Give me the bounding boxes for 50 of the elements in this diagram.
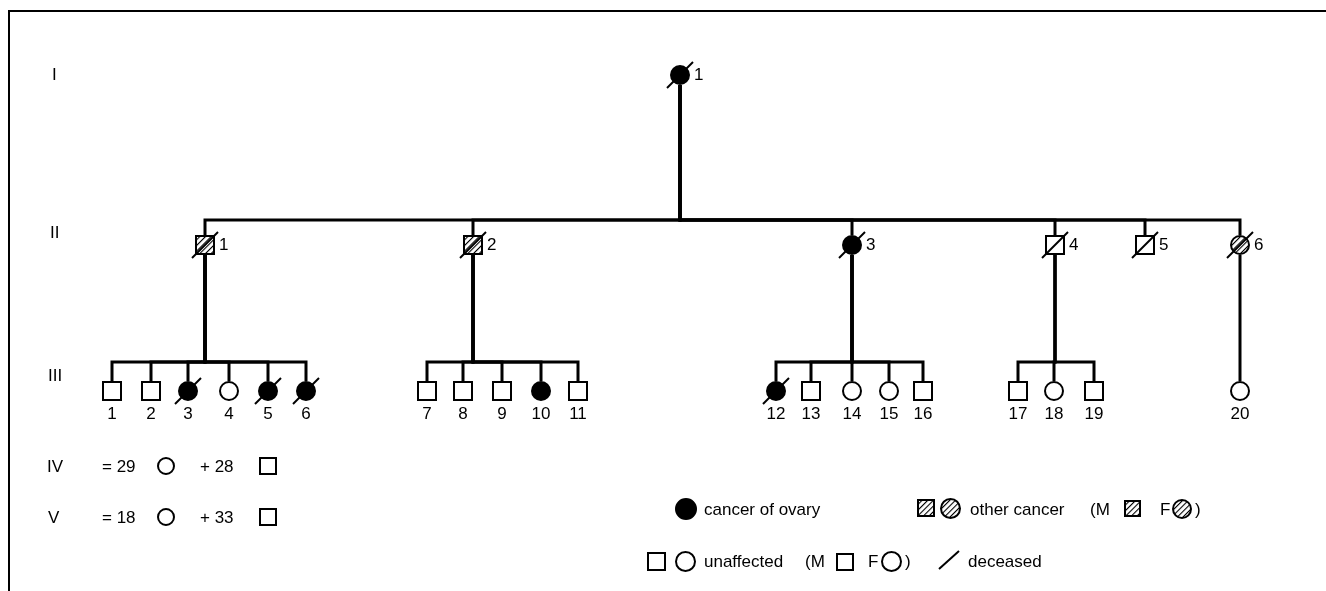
individual-number: 6 — [1254, 236, 1264, 253]
individual-number: 10 — [531, 405, 551, 422]
individual-number: 7 — [422, 405, 432, 422]
individual-number: 16 — [913, 405, 933, 422]
individual-number: 12 — [766, 405, 786, 422]
individual-number: 3 — [183, 405, 193, 422]
individual-number: 18 — [1044, 405, 1064, 422]
legend-note: F — [1160, 501, 1171, 518]
individual-number: 2 — [146, 405, 156, 422]
generation-numeral: V — [48, 509, 60, 526]
individual-number: 3 — [866, 236, 876, 253]
individual-number: 20 — [1230, 405, 1250, 422]
individual-number: 4 — [224, 405, 234, 422]
legend-text: cancer of ovary — [704, 501, 821, 518]
descent-line — [1238, 255, 1242, 381]
descendant-count: + 28 — [200, 458, 234, 475]
individual-number: 19 — [1084, 405, 1104, 422]
individual-number: 1 — [107, 405, 117, 422]
legend-note: ) — [1195, 501, 1201, 518]
individual-number: 8 — [458, 405, 468, 422]
generation-numeral: I — [52, 66, 57, 83]
individual-number: 1 — [219, 236, 229, 253]
individual-number: 4 — [1069, 236, 1079, 253]
generation-numeral: II — [50, 224, 60, 241]
generation-numeral: III — [48, 367, 63, 384]
legend-text: deceased — [968, 553, 1042, 570]
legend-note: (M — [1090, 501, 1110, 518]
legend-note: (M — [805, 553, 825, 570]
individual-number: 13 — [801, 405, 821, 422]
individual-number: 9 — [497, 405, 507, 422]
individual-number: 15 — [879, 405, 899, 422]
individual-number: 14 — [842, 405, 862, 422]
individual-number: 1 — [694, 66, 704, 83]
descendant-count: = 18 — [102, 509, 136, 526]
individual-number: 6 — [301, 405, 311, 422]
descendant-count: + 33 — [200, 509, 234, 526]
descent-line — [471, 255, 580, 381]
individual-number: 11 — [569, 405, 587, 422]
legend-note: ) — [905, 553, 911, 570]
individual-number: 2 — [487, 236, 497, 253]
descent-line — [1053, 255, 1096, 381]
generation-numeral: IV — [47, 458, 64, 475]
individual-number: 17 — [1008, 405, 1028, 422]
legend-text: unaffected — [704, 553, 784, 570]
individual-number: 5 — [1159, 236, 1169, 253]
descendant-count: = 29 — [102, 458, 136, 475]
legend-text: other cancer — [970, 501, 1065, 518]
descent-line — [850, 255, 925, 381]
legend-note: F — [868, 553, 879, 570]
individual-number: 5 — [263, 405, 273, 422]
